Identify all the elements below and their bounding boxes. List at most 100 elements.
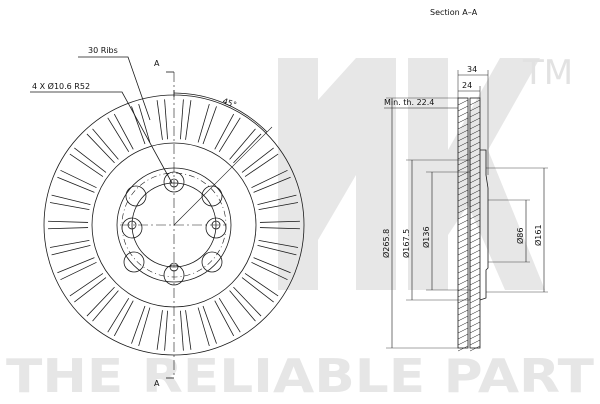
rib-line (48, 220, 89, 223)
hatch-line (457, 315, 469, 322)
rib-line (164, 310, 168, 351)
hatch-line (469, 249, 481, 256)
hub-boss (125, 185, 147, 207)
hatch-line (457, 255, 469, 262)
section-view (384, 70, 548, 352)
rib-line (113, 300, 134, 337)
section-title: Section A–A (430, 8, 478, 17)
hatch-line (469, 333, 481, 340)
hatch-line (469, 165, 481, 172)
hatch-line (457, 261, 469, 268)
hatch-line (457, 183, 469, 190)
rib-line (214, 113, 235, 150)
rib-line (218, 297, 241, 333)
rib-line (69, 273, 104, 297)
width-total-label: 34 (467, 65, 477, 74)
hatch-line (469, 171, 481, 178)
rib-line (48, 227, 89, 230)
rib-line (180, 310, 184, 351)
width-inner-label: 24 (462, 81, 472, 90)
outer-plate (457, 97, 469, 349)
hatch-line (469, 117, 481, 124)
hatch-line (469, 285, 481, 292)
rib-line (60, 261, 97, 281)
hatch-line (469, 345, 481, 352)
rib-line (164, 99, 168, 140)
rib-line (156, 310, 163, 350)
hatch-line (457, 297, 469, 304)
hatch-line (457, 111, 469, 118)
rib-line (49, 239, 90, 248)
rib-line (202, 305, 217, 344)
hatch-line (457, 135, 469, 142)
rib-line (229, 290, 256, 322)
rib-line (251, 261, 288, 281)
rib-line (49, 202, 90, 211)
hatch-line (457, 153, 469, 160)
rib-line (244, 153, 279, 177)
nk-logo (278, 58, 545, 290)
rib-line (241, 147, 274, 173)
hub-boss (201, 251, 223, 273)
section-hatching (457, 99, 481, 352)
hatch-line (469, 189, 481, 196)
rib-line (51, 245, 91, 256)
ribs-label: 30 Ribs (88, 46, 118, 55)
hatch-line (469, 291, 481, 298)
brand-watermark: TM THE RELIABLE PART (6, 53, 595, 403)
hatch-line (457, 285, 469, 292)
hatch-line (469, 243, 481, 250)
diameter-167-label: Ø167.5 (401, 229, 411, 258)
rib-line (258, 202, 299, 211)
hatch-line (457, 141, 469, 148)
hatch-line (457, 339, 469, 346)
hatch-line (457, 279, 469, 286)
hatch-line (469, 195, 481, 202)
rib-line (180, 99, 184, 140)
rib-line (214, 300, 235, 337)
hatch-line (469, 207, 481, 214)
rib-line (156, 100, 163, 140)
rib-line (138, 307, 151, 347)
hatch-line (457, 147, 469, 154)
rib-line (259, 227, 300, 230)
hatch-line (469, 141, 481, 148)
hatch-line (469, 177, 481, 184)
rib-line (259, 220, 300, 223)
hatch-line (469, 219, 481, 226)
hatch-line (457, 189, 469, 196)
hatch-line (469, 297, 481, 304)
hatch-line (469, 153, 481, 160)
hatch-line (469, 213, 481, 220)
hatch-line (457, 237, 469, 244)
hatch-line (469, 111, 481, 118)
hatch-line (469, 303, 481, 310)
hatch-line (469, 183, 481, 190)
rib-line (92, 128, 119, 160)
ribs-leader (78, 56, 151, 121)
hatch-line (457, 291, 469, 298)
rib-line (57, 257, 95, 274)
diameter-161-label: Ø161 (533, 224, 543, 246)
diameter-86-label: Ø86 (515, 228, 525, 244)
rib-line (229, 128, 256, 160)
hatch-line (469, 105, 481, 112)
hatch-line (469, 327, 481, 334)
rib-line (60, 169, 97, 189)
hatch-line (457, 105, 469, 112)
hatch-line (457, 267, 469, 274)
rib-line (257, 194, 297, 205)
hatch-line (457, 303, 469, 310)
hub-boss (205, 217, 227, 239)
hat-profile (479, 149, 489, 301)
hatch-line (457, 159, 469, 166)
rib-line (113, 113, 134, 150)
hatch-line (457, 309, 469, 316)
hatch-line (457, 327, 469, 334)
hatch-line (469, 267, 481, 274)
hatch-line (469, 255, 481, 262)
rib-line (244, 273, 279, 297)
hub-boss (201, 185, 223, 207)
holes-label: 4 X Ø10.6 R52 (32, 81, 90, 91)
